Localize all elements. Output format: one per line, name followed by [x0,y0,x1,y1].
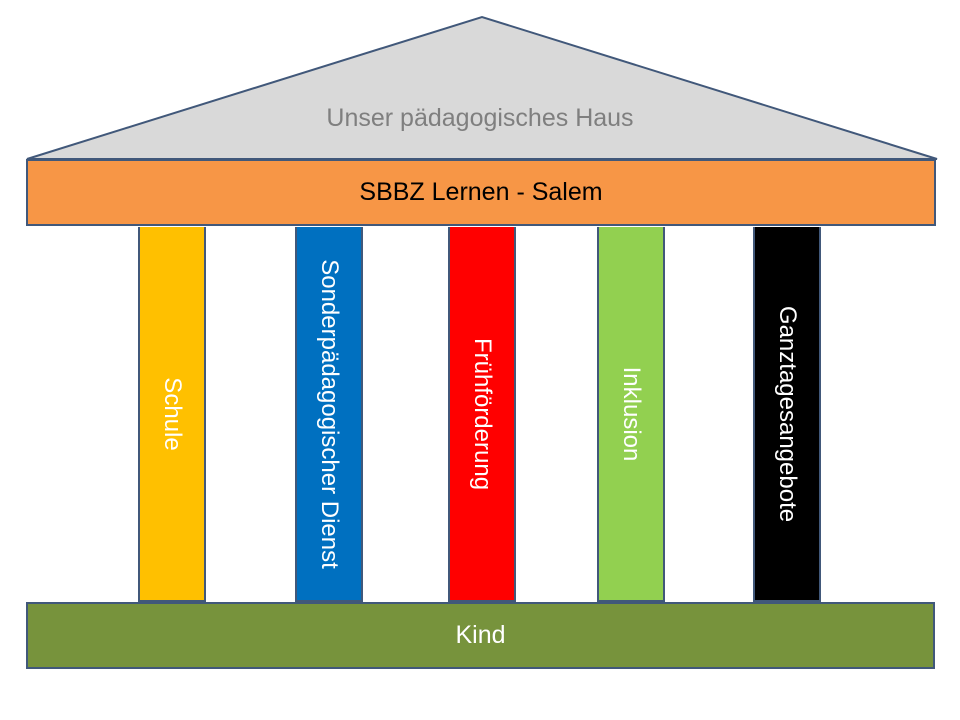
pillar-inklusion: Inklusion [597,227,665,602]
base-label: Kind [455,621,506,649]
pillar-schule: Schule [138,227,206,602]
pillar-label: Schule [159,376,186,451]
pillar-ganztagesangebote: Ganztagesangebote [753,227,821,602]
pillar-label: Ganztagesangebote [774,305,801,522]
pillar-sonderpaedagogischer-dienst: Sonderpädagogischer Dienst [295,227,363,602]
pillar-label: Sonderpädagogischer Dienst [316,258,343,569]
beam-sbbz: SBBZ Lernen - Salem [26,159,936,226]
pillar-label: Inklusion [618,366,645,461]
pillar-fruehfoerderung: Frühförderung [448,227,516,602]
pillar-label: Frühförderung [469,337,496,490]
roof [26,15,938,160]
base-kind: Kind [26,602,935,669]
beam-label: SBBZ Lernen - Salem [359,178,603,206]
roof-title: Unser pädagogisches Haus [326,104,634,132]
